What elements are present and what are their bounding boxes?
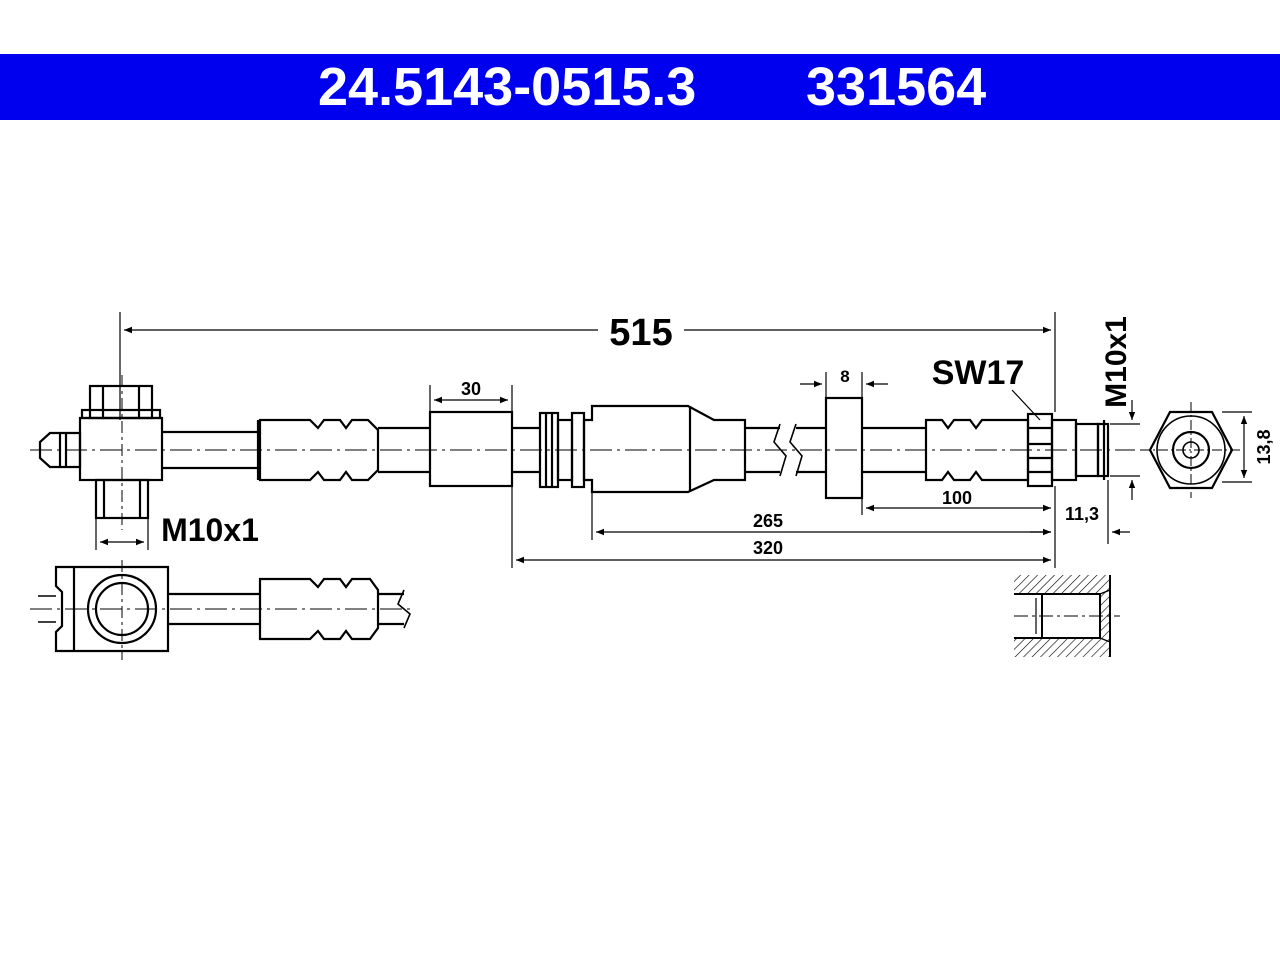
port-section <box>1014 575 1120 657</box>
crimp-left <box>258 418 380 482</box>
dim-collar-8: 8 <box>840 367 849 386</box>
part-number: 24.5143-0515.3 <box>318 57 697 117</box>
header-banner: 24.5143-0515.3 331564 <box>0 54 1280 120</box>
banjo-top-view <box>30 560 411 660</box>
protective-sleeve <box>582 404 747 494</box>
dim-thread-left: M10x1 <box>161 512 259 548</box>
dimension-lines <box>95 312 1252 568</box>
dim-sleeve-30: 30 <box>461 379 481 399</box>
sleeve-30 <box>428 410 514 488</box>
hex-nut-end-view <box>1140 402 1242 498</box>
dim-hex-13-8: 13,8 <box>1254 429 1274 464</box>
dim-length-100: 100 <box>942 488 972 508</box>
article-number: 331564 <box>806 57 987 117</box>
dim-wrench-size: SW17 <box>932 354 1025 392</box>
dim-total-length: 515 <box>609 312 672 354</box>
banjo-fitting-left <box>38 375 164 530</box>
dim-length-320: 320 <box>753 538 783 558</box>
dim-length-11-3: 11,3 <box>1065 504 1099 524</box>
dim-length-265: 265 <box>753 511 783 531</box>
dim-thread-right: M10x1 <box>1100 316 1133 408</box>
collar-8 <box>824 396 864 500</box>
